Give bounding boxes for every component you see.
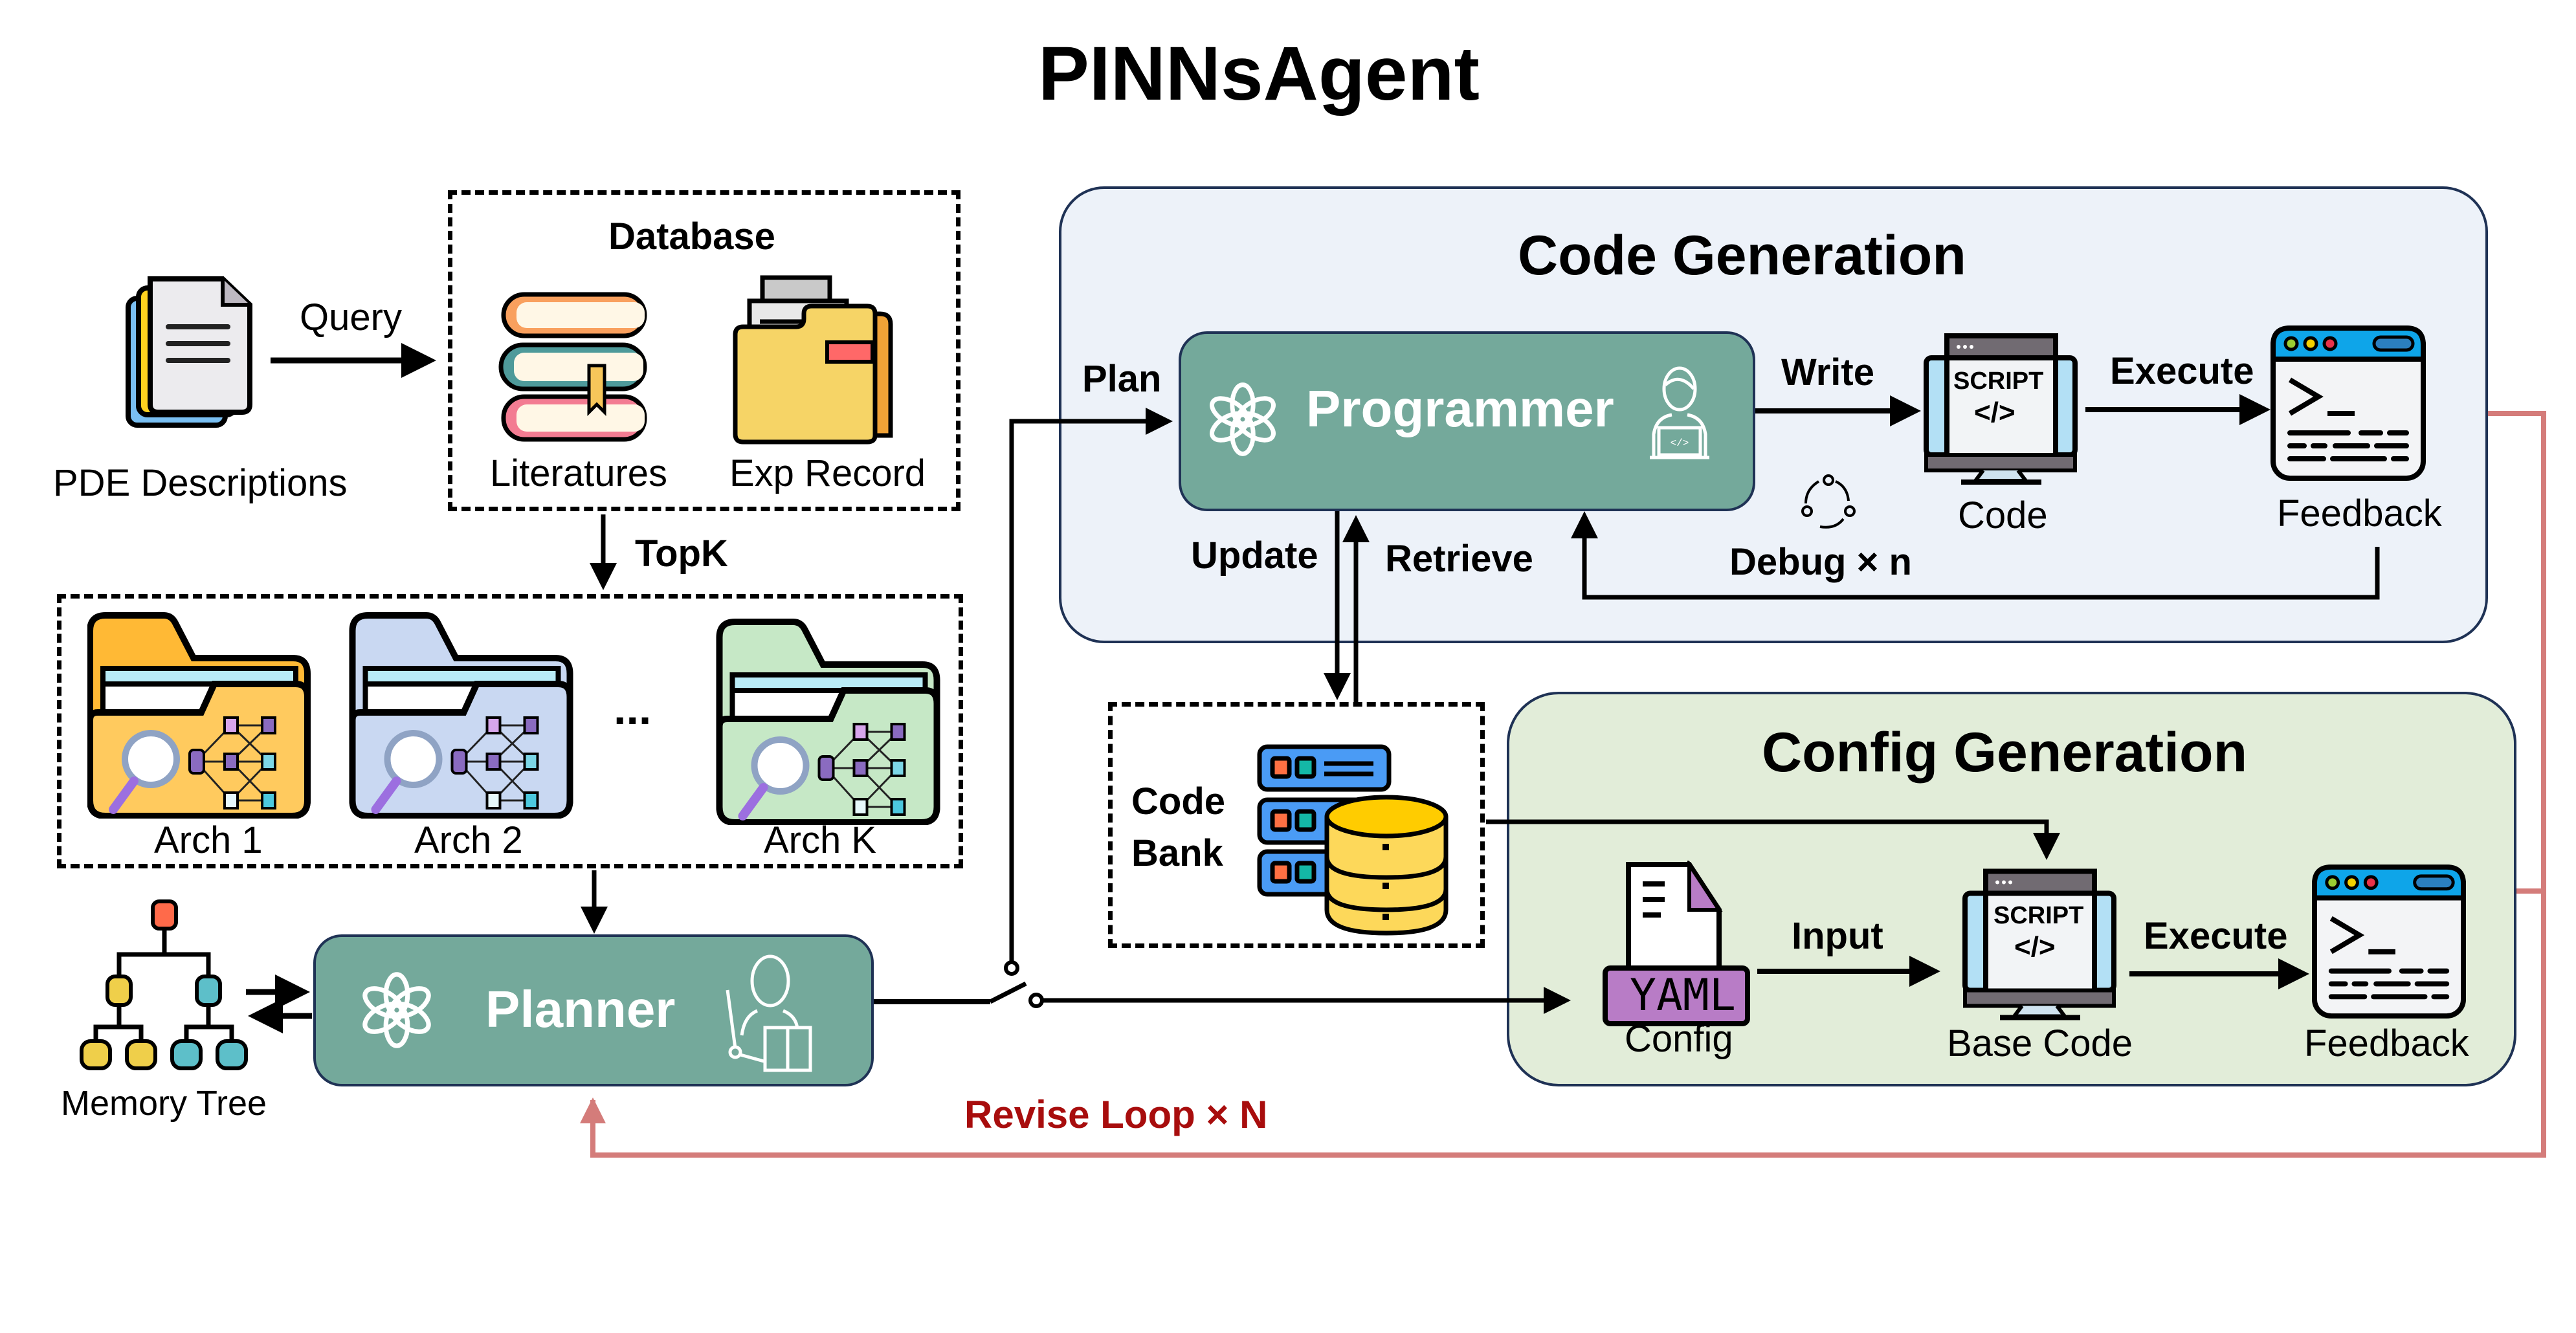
script-code-text: </> — [2014, 931, 2056, 963]
query-label: Query — [300, 296, 402, 338]
books-icon — [498, 292, 647, 442]
arch-folder-icon — [349, 612, 573, 819]
memory-tree-icon — [80, 899, 248, 1070]
plan-label: Plan — [1082, 358, 1162, 400]
planner-label: Planner — [485, 980, 676, 1038]
input-label: Input — [1792, 915, 1883, 957]
base-code-label: Base Code — [1947, 1022, 2133, 1064]
terminal-icon — [2312, 865, 2466, 1019]
config-label: Config — [1625, 1018, 1733, 1060]
ellipsis: ... — [614, 683, 652, 734]
terminal-icon — [2271, 325, 2426, 481]
code-label: Code — [1958, 494, 2048, 536]
arch-folder-icon — [716, 619, 940, 825]
memory-tree-label: Memory Tree — [61, 1084, 267, 1123]
script-code-text: </> — [1974, 397, 2015, 428]
pde-descriptions-label: PDE Descriptions — [53, 462, 348, 504]
feedback-label-code: Feedback — [2277, 492, 2442, 534]
script-monitor-icon — [1924, 333, 2078, 485]
switch-contact-lower — [1028, 993, 1044, 1008]
script-text: SCRIPT — [1953, 368, 2044, 395]
programmer-label: Programmer — [1306, 380, 1614, 437]
yaml-file-icon — [1603, 861, 1750, 1026]
arch-k-label: Arch K — [764, 819, 877, 861]
topk-label: TopK — [635, 533, 728, 575]
code-bank-label-line2: Bank — [1131, 832, 1223, 874]
literatures-label: Literatures — [490, 452, 668, 494]
execute-label-code: Execute — [2110, 350, 2254, 392]
folder-icon — [733, 275, 893, 445]
exp-record-label: Exp Record — [729, 452, 926, 494]
arch-folder-icon — [87, 612, 311, 819]
programmer-agent — [1179, 331, 1755, 511]
cycle-icon — [1801, 474, 1856, 529]
openai-logo-icon — [362, 972, 431, 1048]
openai-logo-icon — [1210, 382, 1276, 456]
revise-loop-label: Revise Loop × N — [964, 1093, 1268, 1136]
update-label: Update — [1191, 534, 1318, 577]
yaml-text: YAML — [1630, 970, 1736, 1021]
developer-icon: </> — [1650, 366, 1709, 459]
arch-1-label: Arch 1 — [154, 819, 263, 861]
database-server-icon — [1257, 744, 1449, 936]
feedback-label-config: Feedback — [2304, 1022, 2469, 1064]
script-monitor-icon — [1962, 868, 2116, 1020]
arch-2-label: Arch 2 — [414, 819, 523, 861]
code-bank-label-line1: Code — [1131, 780, 1225, 822]
write-label: Write — [1781, 351, 1874, 393]
svg-text:</>: </> — [1671, 437, 1689, 449]
database-title: Database — [608, 215, 775, 258]
teacher-icon — [726, 954, 812, 1072]
code-generation-title: Code Generation — [1518, 225, 1966, 287]
documents-icon — [126, 276, 252, 428]
execute-label-config: Execute — [2144, 915, 2288, 957]
switch-lever — [989, 981, 1027, 1004]
switch-contact-upper — [1004, 960, 1019, 976]
diagram-title: PINNsAgent — [1038, 31, 1480, 116]
debug-label: Debug × n — [1729, 541, 1912, 583]
config-generation-title: Config Generation — [1762, 722, 2248, 784]
retrieve-label: Retrieve — [1385, 538, 1533, 580]
script-text: SCRIPT — [1993, 902, 2084, 929]
